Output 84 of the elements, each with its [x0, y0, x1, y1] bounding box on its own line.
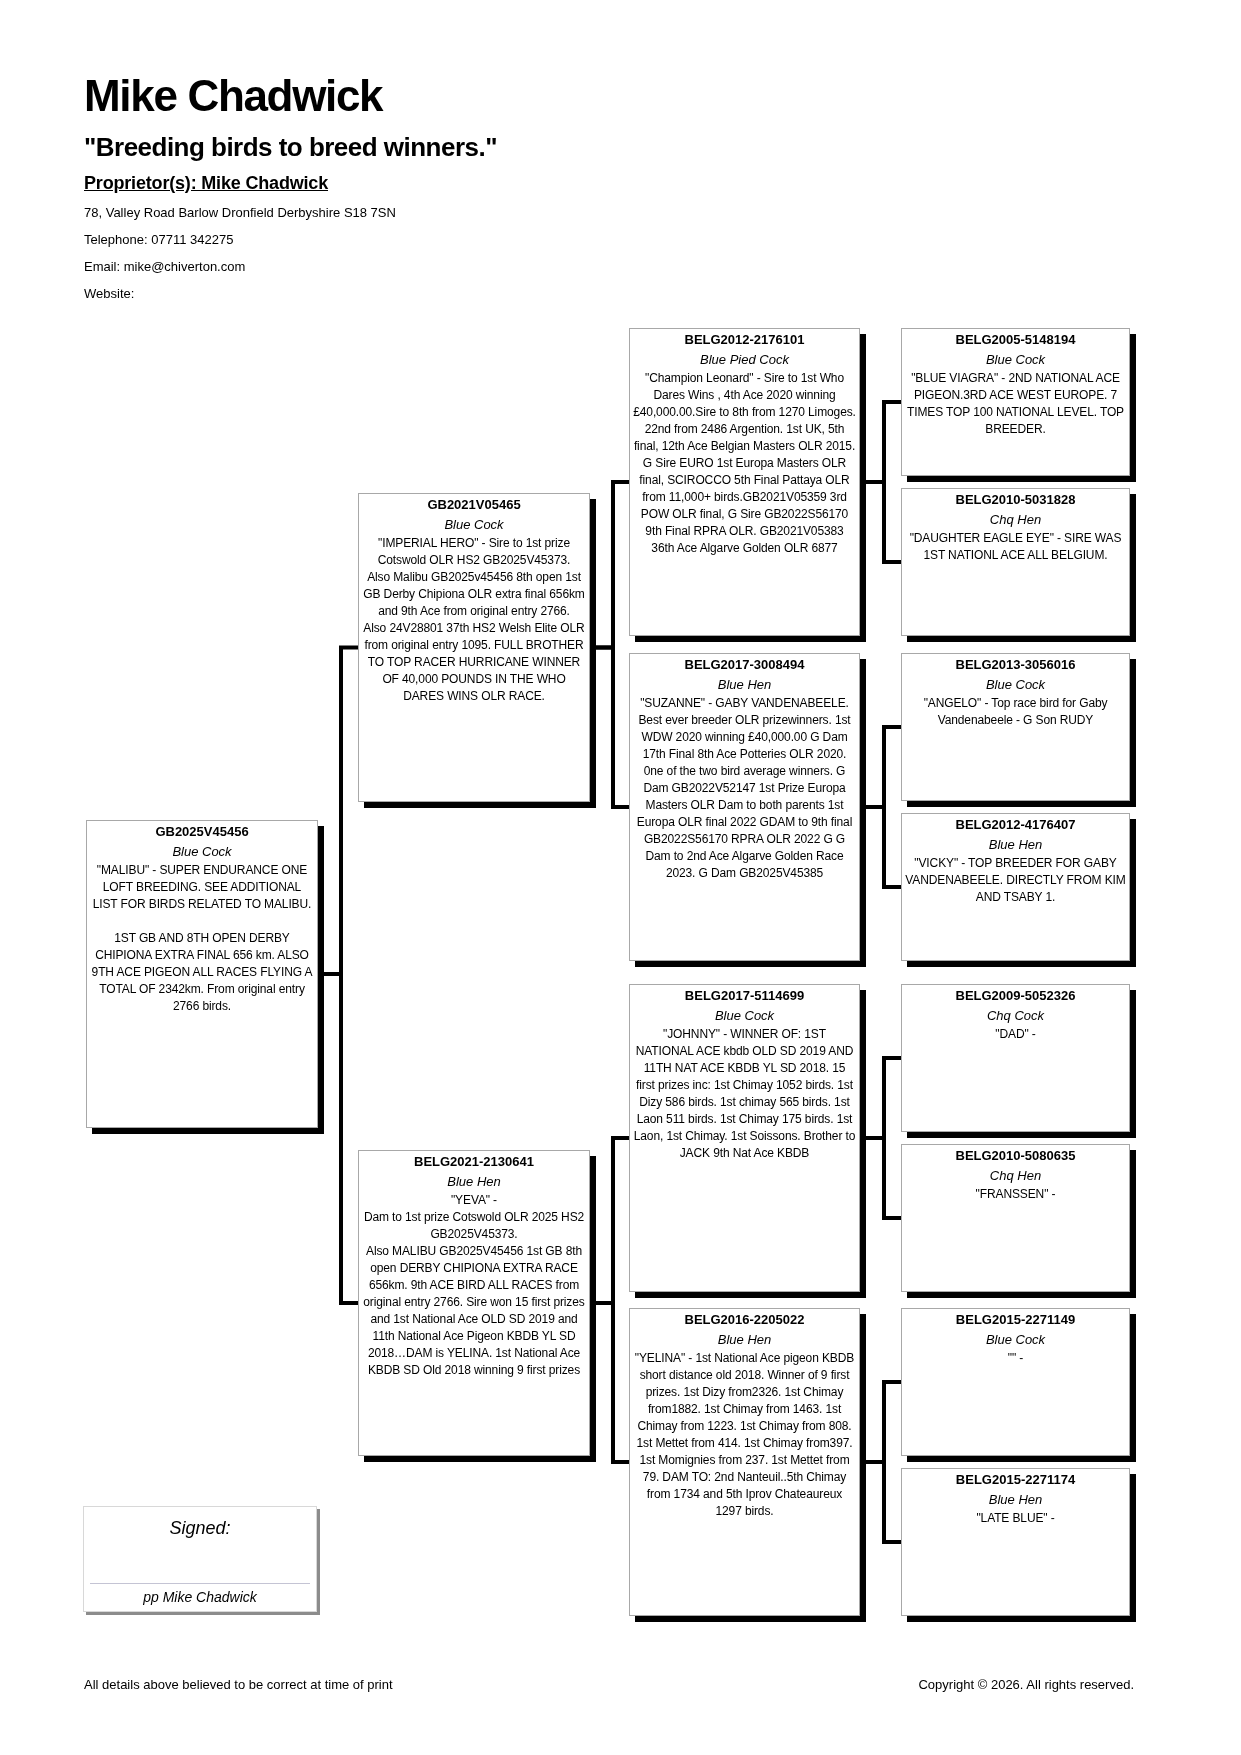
- connector-line: [596, 645, 629, 809]
- plumage-label: Blue Hen: [988, 836, 1043, 854]
- pedigree-box: [901, 488, 1136, 642]
- description-text: "IMPERIAL HERO" - Sire to 1st prize Cotswold OLR HS2 GB2025V45373.: [376, 535, 572, 569]
- pedigree-box: [901, 328, 1136, 482]
- pedigree-box: [901, 653, 1136, 807]
- connector-line: [866, 1136, 901, 1220]
- description-text: Also MALIBU GB2025V45456 1st GB 8th open DERBY CHIPIONA EXTRA RACE 656km. 9th ACE BIRD ALL RACES from original entry 2766. Sire won 15 first prizes and 1st National Ace OLD SD 2019 and 11th National Ace Pigeon KBDB YL SD 2018…DAM is YELINA. 1st National Ace KBDB SD Old 2018 winning 9 first prizes: [362, 1243, 586, 1379]
- ring-number: BELG2017-5114699: [684, 987, 805, 1005]
- description-text: "YELINA" - 1st National Ace pigeon KBDB short distance old 2018. Winner of 9 first prizes. 1st Dizy from2326. 1st Chimay from1882. 1st Chimay from 1463. 1st Chimay from 1223. 1st Chimay from 808. 1st Mettet from 414. 1st Chimay from397. 1st Momignies from 237. 1st Mettet from 79. DAM TO: 2nd Nanteuil..5th Chimay from 1734 and 5th Iprov Chateaureux 1297 birds.: [633, 1350, 856, 1520]
- pedigree-box: [358, 493, 596, 808]
- disclaimer-text: All details above believed to be correct at time of print: [84, 1676, 393, 1694]
- description-text: "JOHNNY" - WINNER OF: 1ST NATIONAL ACE kbdb OLD SD 2019 AND 11TH NAT ACE KBDB YL SD 2018. 15 first prizes inc: 1st Chimay 1052 birds. 1st Dizy 586 birds. 1st chimay 565 birds. 1st Laon 511 birds. 1st Chimay 175 birds. 1st Laon, 1st Chimay. 1st Soissons. Brother to JACK 9th Nat Ace KBDB: [633, 1026, 856, 1162]
- plumage-label: Blue Hen: [717, 676, 772, 694]
- description-text: "DAD" -: [994, 1026, 1037, 1043]
- description-text: Also 24V28801 37th HS2 Welsh Elite OLR from original entry 1095. FULL BROTHER TO TOP RACER HURRICANE WINNER OF 40,000 POUNDS IN THE WHO DARES WINS OLR RACE.: [362, 620, 586, 705]
- ring-number: BELG2012-4176407: [955, 816, 1076, 834]
- connector-line: [866, 480, 901, 564]
- pedigree-box: [629, 653, 866, 967]
- ring-number: BELG2010-5080635: [955, 1147, 1076, 1165]
- website-label: Website:: [84, 285, 135, 303]
- description-text: "SUZANNE" - GABY VANDENABEELE. Best ever breeder OLR prizewinners. 1st WDW 2020 winning £40,000.00 G Dam 17th Final 8th Ace Potteries OLR 2020. 0ne of the two bird average winners. G Dam GB2022V52147 1st Prize Europa Masters OLR Dam to both parents 1st Europa OLR final 2022 GDAM to 9th final GB2022S56170 RPRA OLR 2022 G G Dam to 2nd Ace Algarve Golden Race 2023. G Dam GB2025V45385: [635, 695, 854, 882]
- plumage-label: Chq Hen: [989, 511, 1042, 529]
- description-text: "Champion Leonard" - Sire to 1st Who Dares Wins , 4th Ace 2020 winning £40,000.00.Sire to 8th from 1270 Limoges. 22nd from 2486 Argention. 1st UK, 5th final, 12th Ace Belgian Masters OLR 2015. G Sire EURO 1st Europa Masters OLR final, SCIROCCO 5th Final Pattaya OLR from 11,000+ birds.GB2021V05359 3rd POW OLR final, G Sire GB2022S56170 9th Final RPRA OLR. GB2021V05383 36th Ace Algarve Golden OLR 6877: [633, 370, 856, 557]
- plumage-label: Blue Cock: [985, 351, 1046, 369]
- plumage-label: Blue Cock: [985, 1331, 1046, 1349]
- copyright-text: Copyright © 2026. All rights reserved.: [918, 1676, 1134, 1694]
- ring-number: BELG2013-3056016: [955, 656, 1076, 674]
- connector-line: [866, 805, 901, 889]
- description-text: "DAUGHTER EAGLE EYE" - SIRE WAS 1ST NATIONL ACE ALL BELGIUM.: [908, 530, 1123, 564]
- plumage-label: Blue Pied Cock: [700, 351, 789, 369]
- ring-number: BELG2015-2271149: [955, 1311, 1076, 1329]
- description-text: "FRANSSEN" -: [974, 1186, 1057, 1203]
- plumage-label: Chq Cock: [986, 1007, 1045, 1025]
- connector-line: [324, 972, 358, 1305]
- connector-line: [596, 1301, 629, 1464]
- ring-number: BELG2015-2271174: [955, 1471, 1076, 1489]
- plumage-label: Blue Cock: [444, 516, 504, 534]
- address-text: 78, Valley Road Barlow Dronfield Derbyshire S18 7SN: [84, 204, 396, 222]
- proprietor-heading: Proprietor(s): Mike Chadwick: [84, 172, 328, 194]
- plumage-label: Blue Hen: [447, 1173, 501, 1191]
- signatory-name: pp Mike Chadwick: [143, 1588, 257, 1607]
- ring-number: BELG2005-5148194: [955, 331, 1076, 349]
- pedigree-box: [629, 984, 866, 1298]
- tagline: "Breeding birds to breed winners.": [84, 131, 497, 164]
- signature-box: [83, 1506, 320, 1615]
- description-text: Dam to 1st prize Cotswold OLR 2025 HS2 GB2025V45373.: [362, 1209, 586, 1243]
- plumage-label: Blue Hen: [717, 1331, 772, 1349]
- ring-number: BELG2021-2130641: [414, 1153, 534, 1171]
- ring-number: GB2025V45456: [155, 823, 249, 841]
- description-text: "VICKY" - TOP BREEDER FOR GABY VANDENABEELE. DIRECTLY FROM KIM AND TSABY 1.: [905, 855, 1126, 906]
- plumage-label: Blue Cock: [714, 1007, 775, 1025]
- plumage-label: Chq Hen: [989, 1167, 1042, 1185]
- pedigree-box: [86, 820, 324, 1134]
- plumage-label: Blue Hen: [988, 1491, 1043, 1509]
- ring-number: BELG2009-5052326: [955, 987, 1076, 1005]
- title: Mike Chadwick: [84, 70, 383, 122]
- ring-number: BELG2010-5031828: [955, 491, 1076, 509]
- pedigree-box: [901, 1468, 1136, 1622]
- pedigree-box: [901, 984, 1136, 1138]
- ring-number: BELG2012-2176101: [684, 331, 805, 349]
- pedigree-box: [629, 1308, 866, 1622]
- description-text: "LATE BLUE" -: [975, 1510, 1056, 1527]
- ring-number: GB2021V05465: [427, 496, 521, 514]
- email-text: Email: mike@chiverton.com: [84, 258, 246, 276]
- description-text: Also Malibu GB2025v45456 8th open 1st GB Derby Chipiona OLR extra final 656km and 9th Ace from original entry 2766.: [362, 569, 586, 620]
- plumage-label: Blue Cock: [985, 676, 1046, 694]
- ring-number: BELG2017-3008494: [684, 656, 805, 674]
- connector-line: [866, 1460, 901, 1544]
- pedigree-box: [901, 813, 1136, 967]
- plumage-label: Blue Cock: [172, 843, 232, 861]
- pedigree-box: [358, 1150, 596, 1462]
- ring-number: BELG2016-2205022: [684, 1311, 805, 1329]
- description-text: "YEVA" -: [450, 1192, 498, 1209]
- description-text: "ANGELO" - Top race bird for Gaby Vandenabeele - G Son RUDY: [922, 695, 1109, 729]
- description-text: 1ST GB AND 8TH OPEN DERBY CHIPIONA EXTRA FINAL 656 km. ALSO 9TH ACE PIGEON ALL RACES FLYING A TOTAL OF 2342km. From original entry 2766 birds.: [90, 930, 314, 1015]
- description-text: "BLUE VIAGRA" - 2ND NATIONAL ACE PIGEON.3RD ACE WEST EUROPE. 7 TIMES TOP 100 NATIONAL LEVEL. TOP BREEDER.: [906, 370, 1125, 438]
- signed-label: Signed:: [169, 1517, 231, 1540]
- pedigree-box: [629, 328, 866, 642]
- description-text: "" -: [1006, 1350, 1025, 1367]
- telephone-text: Telephone: 07711 342275: [84, 231, 234, 249]
- pedigree-box: [901, 1144, 1136, 1298]
- pedigree-box: [901, 1308, 1136, 1462]
- description-text: "MALIBU" - SUPER ENDURANCE ONE LOFT BREEDING. SEE ADDITIONAL LIST FOR BIRDS RELATED TO MALIBU.: [91, 862, 313, 913]
